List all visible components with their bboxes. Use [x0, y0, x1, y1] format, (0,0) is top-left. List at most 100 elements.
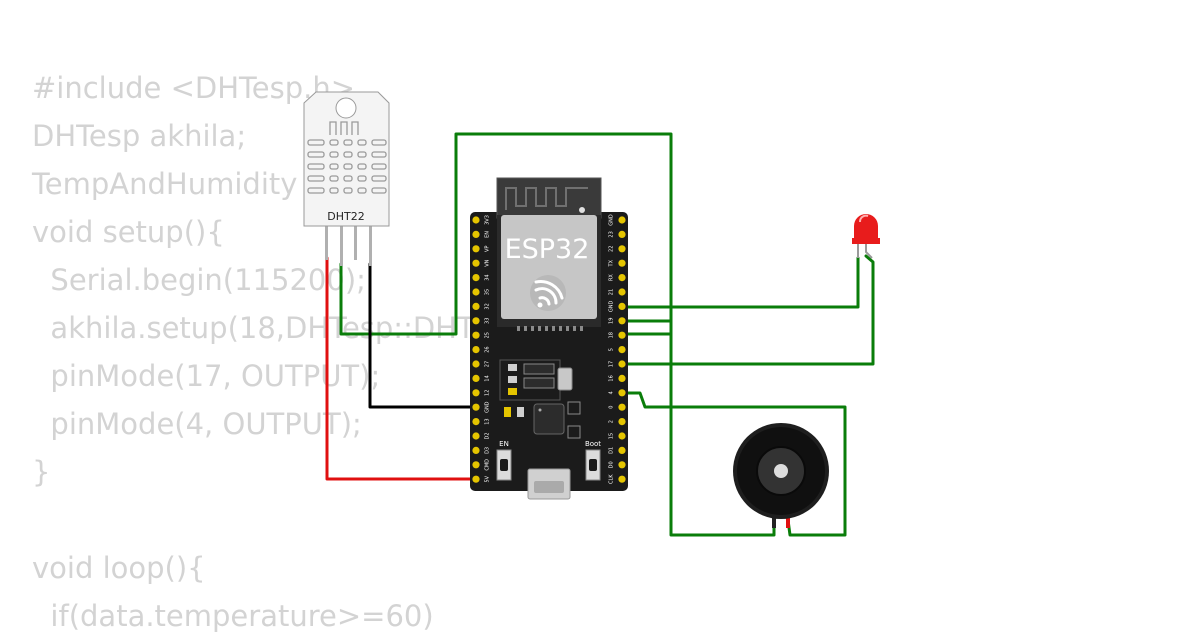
wire-buzzer-signal	[620, 391, 847, 537]
pin-right-18[interactable]	[618, 475, 626, 483]
pin-label: 12	[485, 390, 491, 396]
pin-right-1[interactable]	[618, 230, 626, 238]
pin-label: 21	[609, 289, 615, 295]
pin-label: VN	[485, 259, 491, 266]
pin-right-14[interactable]	[618, 418, 626, 426]
pin-right-5[interactable]	[618, 288, 626, 296]
pin-right-2[interactable]	[618, 245, 626, 253]
pin-label: 33	[485, 318, 491, 324]
pin-right-0[interactable]	[618, 216, 626, 224]
boot-label: Boot	[585, 440, 601, 448]
pin-left-5[interactable]	[472, 288, 480, 296]
pin-left-6[interactable]	[472, 302, 480, 310]
pin-right-8[interactable]	[618, 331, 626, 339]
pin-label: 19	[609, 318, 615, 324]
wire-dht-gnd	[368, 262, 478, 409]
pin-label: 5	[609, 348, 615, 351]
pin-label: 16	[609, 375, 615, 381]
pin-left-12[interactable]	[472, 389, 480, 397]
pin-right-17[interactable]	[618, 461, 626, 469]
code-line: pinMode(4, OUTPUT);	[32, 407, 362, 441]
code-line: pinMode(17, OUTPUT);	[32, 359, 381, 393]
red-led	[852, 214, 880, 259]
pin-label: D0	[609, 461, 615, 468]
pin-label: CLK	[609, 474, 615, 484]
pin-label: TX	[609, 259, 615, 267]
pin-label: 0	[609, 406, 615, 409]
pin-left-7[interactable]	[472, 317, 480, 325]
pin-label: D2	[485, 432, 491, 439]
code-line: DHTesp akhila;	[32, 119, 247, 153]
pin-label: GND	[609, 301, 615, 313]
code-line: akhila.setup(18,DHTesp::DHT22);	[32, 311, 533, 345]
pin-label: 35	[485, 289, 491, 295]
pin-right-15[interactable]	[618, 432, 626, 440]
pin-label: 18	[609, 332, 615, 338]
pin-right-4[interactable]	[618, 274, 626, 282]
pin-right-11[interactable]	[618, 374, 626, 382]
pin-left-0[interactable]	[472, 216, 480, 224]
pin-right-13[interactable]	[618, 403, 626, 411]
pin-label: 13	[485, 418, 491, 424]
pin-right-7[interactable]	[618, 317, 626, 325]
pin-label: 17	[609, 361, 615, 367]
pin-left-18[interactable]	[472, 475, 480, 483]
pin-right-12[interactable]	[618, 389, 626, 397]
pin-left-8[interactable]	[472, 331, 480, 339]
esp32-board: ESP32 EN	[470, 177, 628, 500]
pin-left-10[interactable]	[472, 360, 480, 368]
pin-label: EN	[485, 231, 491, 238]
pin-left-1[interactable]	[472, 230, 480, 238]
pin-label: D1	[609, 447, 615, 454]
pin-right-6[interactable]	[618, 302, 626, 310]
code-line: void setup(){	[32, 215, 225, 249]
pin-left-17[interactable]	[472, 461, 480, 469]
pin-left-4[interactable]	[472, 274, 480, 282]
pin-left-15[interactable]	[472, 432, 480, 440]
pin-left-9[interactable]	[472, 346, 480, 354]
pin-label: 34	[485, 274, 491, 280]
wire-led-signal	[620, 254, 875, 366]
code-line: #include <DHTesp.h>	[32, 71, 356, 105]
pin-label: VP	[485, 246, 491, 252]
code-line: if(data.temperature>=60)	[32, 599, 434, 633]
pin-label: 23	[609, 231, 615, 237]
pin-label: 4	[609, 391, 615, 394]
sensor-label: DHT22	[327, 210, 364, 223]
pin-right-10[interactable]	[618, 360, 626, 368]
dht22-sensor: DHT22	[303, 91, 390, 266]
pin-left-3[interactable]	[472, 259, 480, 267]
pin-label: 15	[609, 433, 615, 439]
en-label: EN	[499, 440, 509, 448]
pin-right-16[interactable]	[618, 446, 626, 454]
pin-label: 25	[485, 332, 491, 338]
pin-label: GND	[609, 214, 615, 226]
code-background: #include <DHTesp.h>DHTesp akhila;TempAnd…	[32, 64, 533, 640]
pin-label: 26	[485, 346, 491, 352]
left-pin-header: 3V3ENVPVN343532332526271412GND13D2D3CMD5…	[472, 215, 491, 483]
wires	[325, 132, 875, 537]
code-line: void loop(){	[32, 551, 206, 585]
pin-label: 14	[485, 375, 491, 381]
pin-left-11[interactable]	[472, 374, 480, 382]
pin-label: 22	[609, 246, 615, 252]
pin-label: RX	[609, 274, 615, 281]
pin-label: GND	[485, 401, 491, 413]
code-line: }	[32, 455, 51, 489]
pin-label: 27	[485, 361, 491, 367]
pin-label: 5V	[485, 475, 491, 482]
wire-led-gnd	[620, 256, 860, 309]
code-line: Serial.begin(115200);	[32, 263, 366, 297]
pin-left-13[interactable]	[472, 403, 480, 411]
board-label: ESP32	[505, 234, 590, 265]
pin-left-16[interactable]	[472, 446, 480, 454]
pin-label: 32	[485, 303, 491, 309]
pin-label: 3V3	[485, 215, 491, 225]
pin-right-3[interactable]	[618, 259, 626, 267]
pin-left-14[interactable]	[472, 418, 480, 426]
pin-label: CMD	[485, 459, 491, 471]
pin-left-2[interactable]	[472, 245, 480, 253]
pin-right-9[interactable]	[618, 346, 626, 354]
